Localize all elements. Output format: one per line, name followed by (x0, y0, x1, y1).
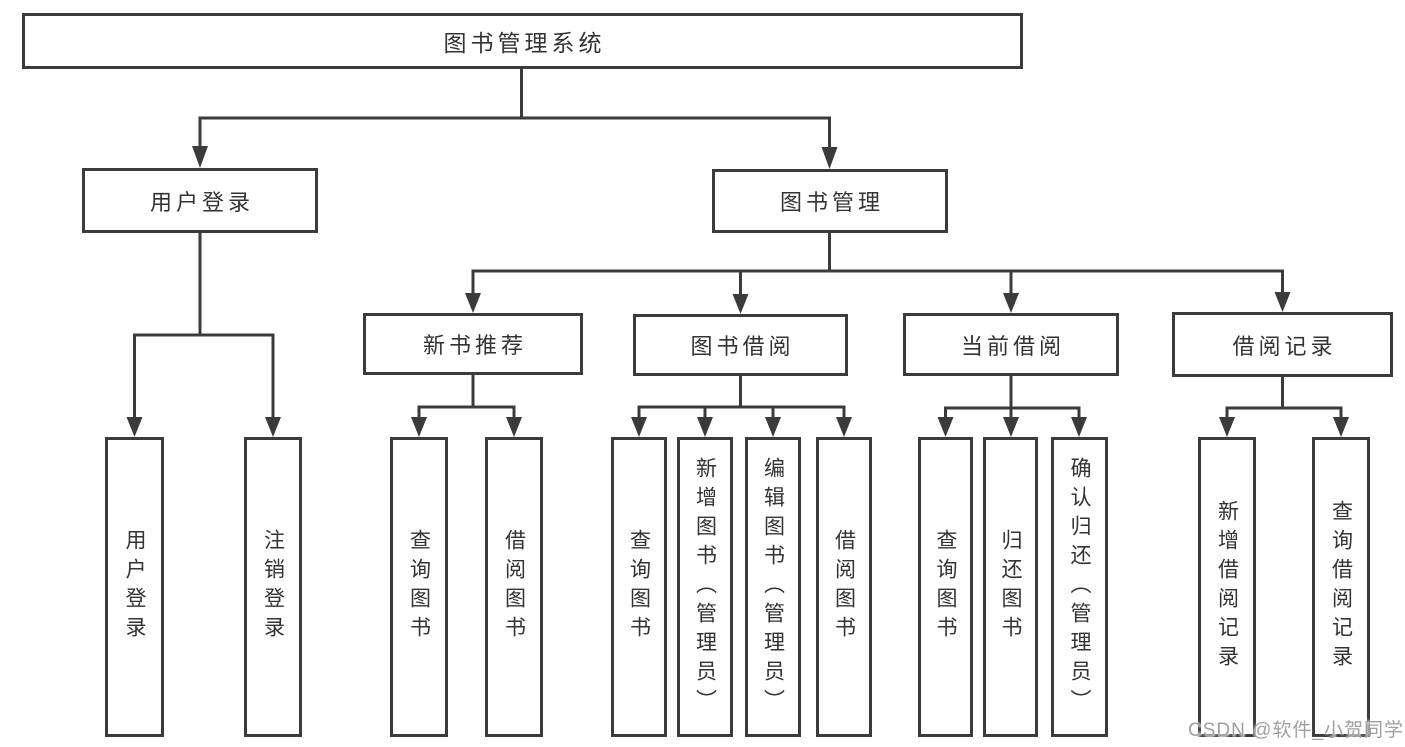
leaf-query-books-recommend: 查询图书 (390, 437, 448, 737)
leaf-label: 查询图书 (407, 529, 431, 645)
leaf-label: 编辑图书（管理员） (761, 456, 785, 718)
leaf-query-books-current: 查询图书 (918, 437, 973, 737)
leaf-borrow-books: 借阅图书 (816, 437, 872, 737)
node-label: 当前借阅 (960, 333, 1065, 359)
node-label: 图书管理 (779, 190, 884, 215)
node-current-borrowing: 当前借阅 (903, 313, 1119, 376)
leaf-label: 借阅图书 (502, 529, 526, 645)
leaf-edit-book-admin: 编辑图书（管理员） (745, 437, 801, 737)
leaf-label: 归还图书 (999, 529, 1022, 645)
node-book-borrowing: 图书借阅 (633, 314, 848, 376)
leaf-label: 注销登录 (261, 529, 285, 645)
leaf-label: 新增借阅记录 (1215, 500, 1239, 674)
leaf-label: 确认归还（管理员） (1068, 456, 1091, 718)
leaf-label: 用户登录 (123, 529, 146, 645)
node-label: 图书借阅 (690, 334, 795, 359)
node-label: 用户登录 (149, 189, 254, 215)
leaf-confirm-return-admin: 确认归还（管理员） (1051, 437, 1108, 737)
leaf-return-books: 归还图书 (983, 437, 1038, 737)
node-label: 借阅记录 (1232, 333, 1337, 359)
leaf-label: 新增图书（管理员） (693, 456, 717, 718)
node-label: 新书推荐 (422, 333, 527, 358)
node-borrowing-records: 借阅记录 (1172, 312, 1393, 377)
node-book-management: 图书管理 (712, 169, 948, 233)
leaf-label: 查询图书 (934, 529, 957, 645)
leaf-add-book-admin: 新增图书（管理员） (677, 437, 733, 737)
node-user-login: 用户登录 (82, 168, 318, 233)
leaf-add-borrow-record: 新增借阅记录 (1198, 437, 1256, 737)
node-root-system: 图书管理系统 (22, 13, 1023, 69)
node-new-book-recommend: 新书推荐 (363, 313, 583, 375)
leaf-logout: 注销登录 (244, 437, 302, 737)
leaf-label: 借阅图书 (832, 529, 856, 645)
leaf-borrow-books-recommend: 借阅图书 (485, 437, 543, 737)
csdn-watermark: CSDN @软件_小贺同学 (1188, 720, 1404, 741)
leaf-user-login: 用户登录 (105, 437, 164, 737)
leaf-query-books-borrow: 查询图书 (611, 437, 667, 737)
leaf-query-borrow-record: 查询借阅记录 (1312, 437, 1370, 737)
leaf-label: 查询借阅记录 (1329, 500, 1353, 674)
node-label: 图书管理系统 (443, 30, 606, 56)
leaf-label: 查询图书 (627, 529, 651, 645)
